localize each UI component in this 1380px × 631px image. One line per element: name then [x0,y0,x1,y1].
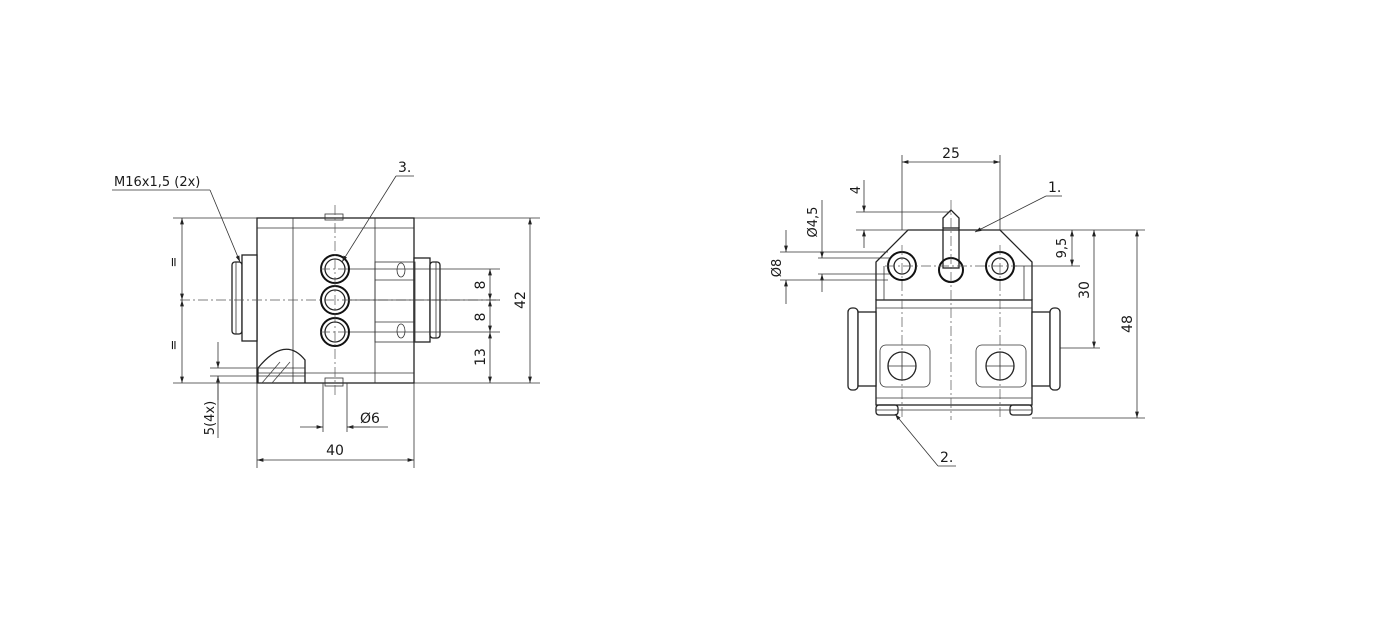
right-view: 25 4 Ø4,5 Ø8 9,5 30 48 [770,146,1145,467]
equal-mark-bottom: = [167,340,182,351]
small-hole-dim: Ø4,5 [806,207,821,238]
left-cable-gland [231,254,258,342]
callout-3: 3. [398,160,411,176]
left-body-outline [256,217,415,384]
pitch-dim-1: 8 [473,281,489,290]
callout-2: 2. [940,450,953,466]
width-dim-40: 40 [326,443,344,459]
equal-mark-top: = [167,257,182,268]
callout-1: 1. [1048,180,1061,196]
pitch-dim-2: 8 [473,313,489,322]
large-hole-dim: Ø8 [770,259,785,278]
right-cap-outline [875,229,1033,300]
total-height-dim: 48 [1120,315,1136,333]
plunger-offset-dim: 9,5 [1055,238,1070,259]
right-side-gland-left [847,307,859,391]
bottom-cutaway [257,213,344,387]
mid-height-dim: 30 [1077,281,1093,299]
bottom-offset-dim: 13 [473,348,489,366]
slot-dim: 5(4x) [203,401,218,435]
right-side-gland-right [1031,311,1051,387]
thread-callout: M16x1,5 (2x) [114,175,200,190]
top-offset-dim: 4 [849,186,864,194]
hole-dia-dim: Ø6 [360,411,380,427]
top-width-dim: 25 [942,146,960,162]
left-view: = = 42 8 8 13 40 Ø6 5(4x) M16x1,5 (2x) [112,160,540,468]
height-dim-42: 42 [513,291,529,309]
